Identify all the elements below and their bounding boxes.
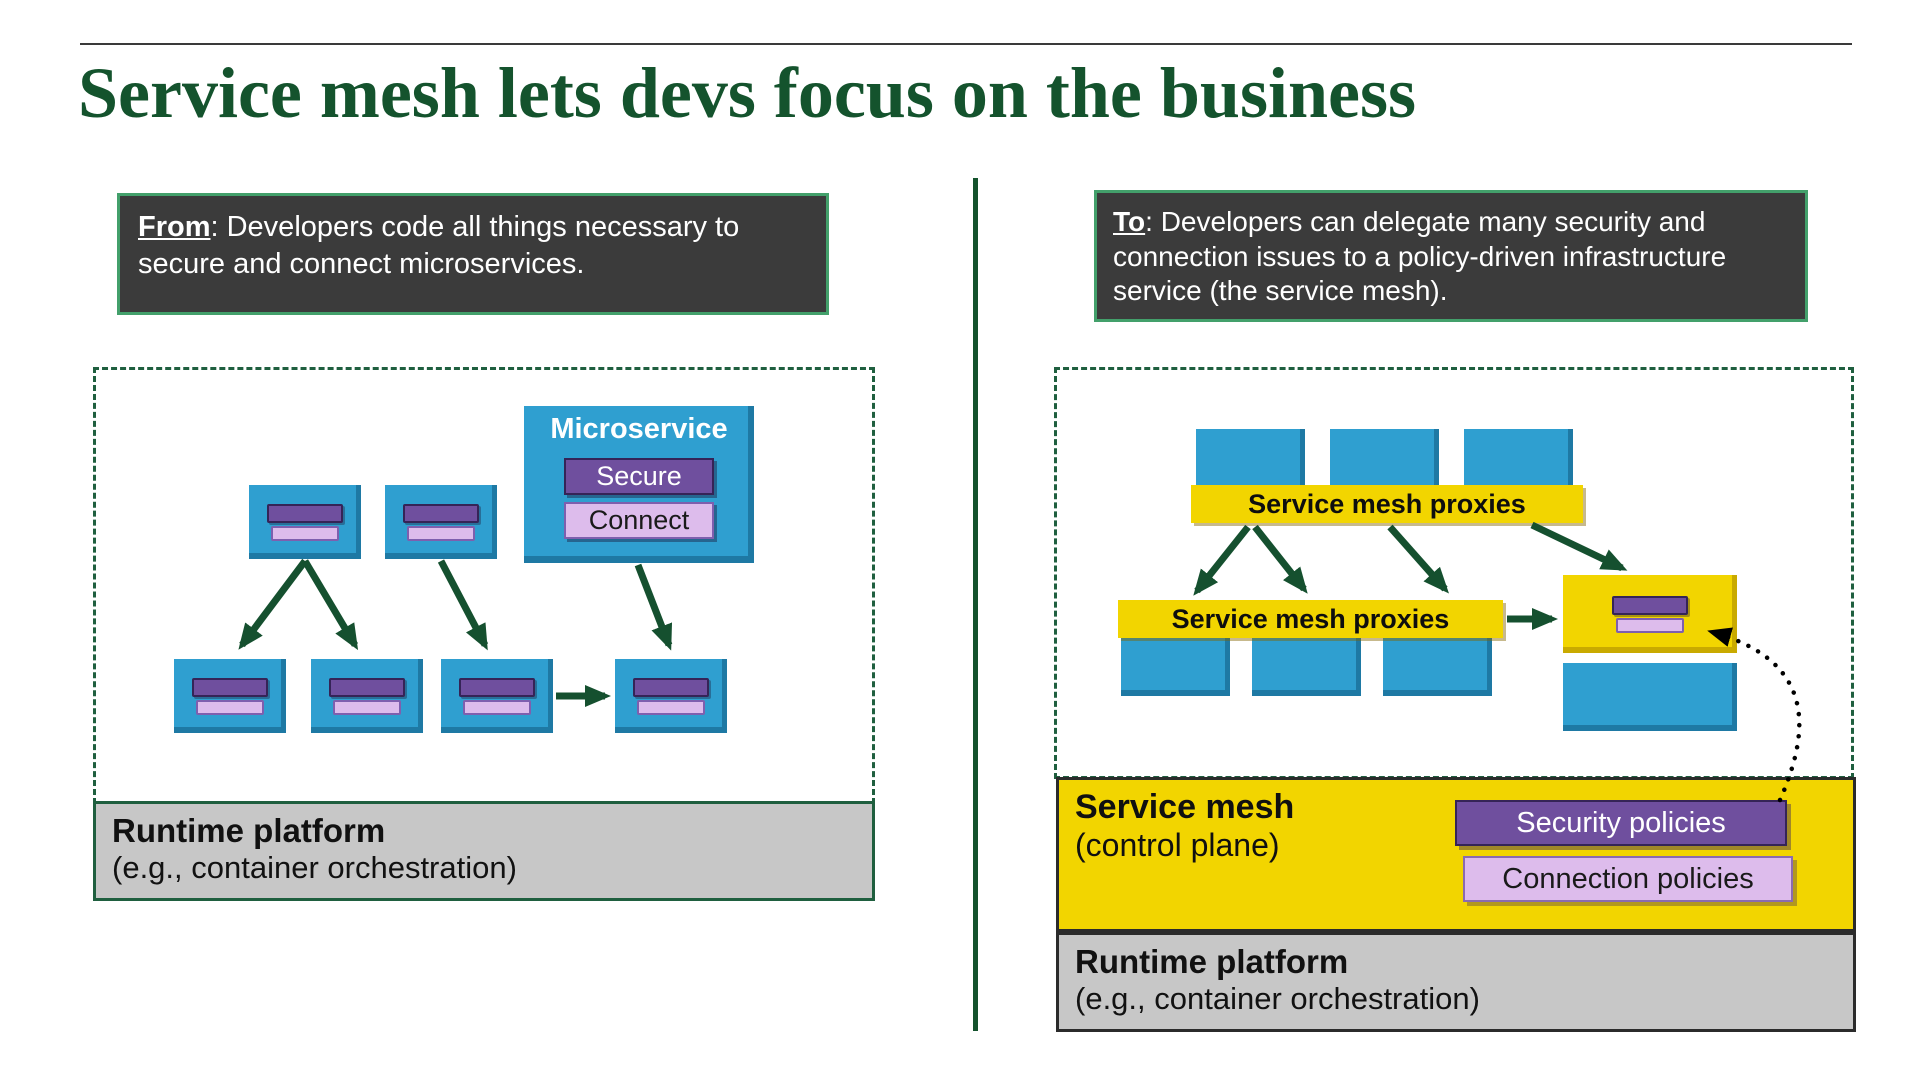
- service-mesh-proxies-bar: Service mesh proxies: [1118, 600, 1503, 638]
- to-label: To: [1113, 206, 1146, 237]
- microservice-title: Microservice: [550, 413, 728, 445]
- sidecar-proxy-box: [1563, 575, 1737, 653]
- service-box: [1563, 663, 1737, 731]
- from-label: From: [138, 211, 211, 243]
- secure-bar-icon: [192, 677, 268, 697]
- connection-policies-bar: Connection policies: [1463, 856, 1793, 902]
- runtime-platform-title: Runtime platform: [112, 812, 386, 849]
- microservice-box: [441, 659, 553, 733]
- runtime-platform-subtitle: (e.g., container orchestration): [112, 850, 517, 885]
- secure-bar-icon: [459, 677, 535, 697]
- service-box: [1383, 628, 1492, 696]
- from-diagram-area: [93, 367, 875, 804]
- service-mesh-title: Service mesh: [1075, 788, 1295, 826]
- security-policies-bar: Security policies: [1455, 800, 1787, 846]
- service-mesh-text: Service mesh (control plane): [1075, 788, 1294, 864]
- service-box: [1121, 628, 1230, 696]
- secure-bar-icon: [267, 503, 343, 523]
- connect-bar: Connect: [564, 502, 714, 539]
- runtime-platform-subtitle: (e.g., container orchestration): [1075, 981, 1480, 1016]
- slide-title: Service mesh lets devs focus on the busi…: [78, 53, 1417, 133]
- microservice-box: [385, 485, 497, 559]
- microservice-box: [311, 659, 423, 733]
- from-text: : Developers code all things necessary t…: [138, 211, 740, 281]
- connect-bar-icon: [407, 525, 475, 541]
- secure-bar-icon: [633, 677, 709, 697]
- microservice-box: [174, 659, 286, 733]
- microservice-box: [615, 659, 727, 733]
- security-policy-bar-icon: [1612, 595, 1688, 615]
- microservice-box: [249, 485, 361, 559]
- service-mesh-subtitle: (control plane): [1075, 827, 1280, 863]
- connect-bar-icon: [333, 699, 401, 715]
- runtime-platform-left: Runtime platform (e.g., container orches…: [93, 801, 875, 901]
- microservice-labeled-box: Microservice Secure Connect: [524, 406, 754, 563]
- secure-bar-icon: [329, 677, 405, 697]
- to-text: : Developers can delegate many security …: [1113, 206, 1727, 307]
- secure-bar-icon: [403, 503, 479, 523]
- to-callout: To: Developers can delegate many securit…: [1094, 190, 1808, 322]
- service-mesh-control-plane: Service mesh (control plane) Security po…: [1056, 777, 1856, 932]
- service-mesh-proxies-bar: Service mesh proxies: [1191, 485, 1583, 523]
- connect-bar-icon: [196, 699, 264, 715]
- vertical-divider-line: [973, 178, 978, 1031]
- connect-bar-icon: [463, 699, 531, 715]
- service-box: [1252, 628, 1361, 696]
- top-divider-line: [80, 43, 1852, 45]
- connection-policy-bar-icon: [1616, 617, 1684, 633]
- connect-bar-icon: [637, 699, 705, 715]
- runtime-platform-title: Runtime platform: [1075, 943, 1349, 980]
- connect-bar-icon: [271, 525, 339, 541]
- runtime-platform-right: Runtime platform (e.g., container orches…: [1056, 932, 1856, 1032]
- secure-bar: Secure: [564, 458, 714, 495]
- from-callout: From: Developers code all things necessa…: [117, 193, 829, 315]
